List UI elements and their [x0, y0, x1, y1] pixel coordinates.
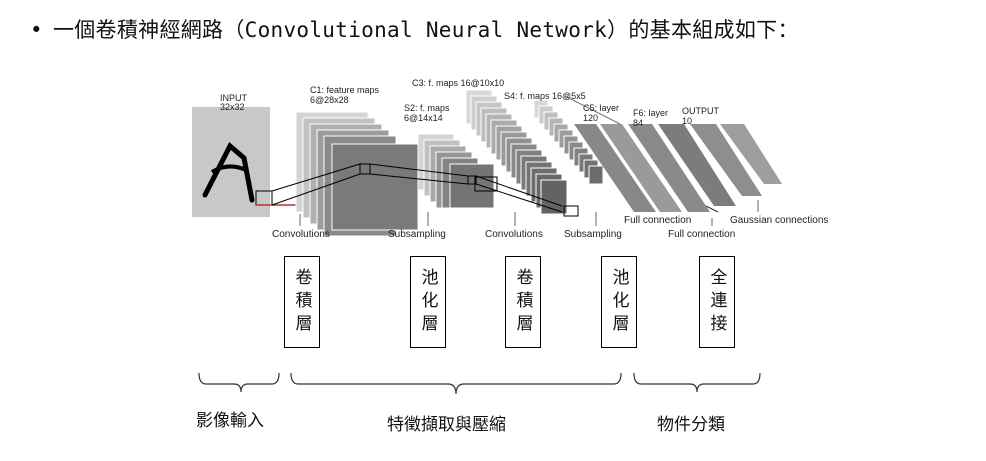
layer-box-conv-2: 卷積層: [505, 256, 541, 348]
c5-size: 120: [583, 113, 599, 123]
proj-line: [369, 163, 469, 177]
s4-stack: [533, 99, 604, 185]
proj-line: [271, 173, 361, 206]
s2-window: [467, 175, 477, 185]
layer-box-fully-connected: 全連接: [699, 256, 735, 348]
c1-size: 6@28x28: [310, 95, 349, 105]
c1-window: [359, 163, 371, 175]
input-size: 32x32: [220, 102, 245, 112]
input-label: INPUT: [220, 93, 247, 103]
proj-line: [369, 173, 469, 185]
classification-group-bracket: [633, 372, 761, 393]
layer-box-pool-2: 池化層: [601, 256, 637, 348]
group-label-feature-extraction: 特徵擷取與壓縮: [387, 415, 506, 435]
c3-window: [474, 176, 498, 192]
c5-band: [574, 124, 656, 212]
bullet: •: [30, 18, 43, 42]
layer-box-pool-1: 池化層: [410, 256, 446, 348]
op-subsampling-1: Subsampling: [388, 229, 446, 240]
f6-label: F6: layer: [633, 108, 669, 118]
heading: • 一個卷積神經網路（Convolutional Neural Network）的…: [30, 14, 799, 44]
op-full-connection-2: Full connection: [668, 229, 736, 240]
fc-pointer: [705, 205, 719, 213]
input-image: [192, 107, 270, 217]
c3-stack: [465, 89, 568, 215]
input-group-bracket: [198, 372, 280, 393]
f6-band: [658, 124, 736, 206]
op-subsampling-2: Subsampling: [564, 229, 622, 240]
output-label: OUTPUT: [682, 106, 719, 116]
c1-stack: [295, 111, 419, 237]
proj-line: [475, 183, 563, 213]
s2-size: 6@14x14: [404, 113, 443, 123]
group-label-classification: 物件分類: [657, 415, 725, 435]
c5-pointer: [564, 95, 621, 125]
s4-window: [563, 205, 579, 217]
output-band: [690, 124, 762, 196]
proj-line: [475, 175, 563, 207]
s4-label: S4: f. maps 16@5x5: [504, 91, 586, 101]
f6-band: [628, 124, 710, 212]
op-convolutions-2: Convolutions: [485, 229, 543, 240]
output-band: [720, 124, 782, 184]
feature-group-bracket: [290, 372, 622, 395]
layer-box-conv-1: 卷積層: [284, 256, 320, 348]
op-convolutions-1: Convolutions: [272, 229, 330, 240]
input-letter-bar: [210, 164, 247, 174]
group-label-input: 影像輸入: [196, 411, 264, 431]
c3-label: C3: f. maps 16@10x10: [412, 78, 505, 88]
op-full-connection-1: Full connection: [624, 215, 692, 226]
output-size: 10: [682, 116, 693, 126]
f6-size: 84: [633, 118, 644, 128]
c1-label: C1: feature maps: [310, 85, 380, 95]
s2-label: S2: f. maps: [404, 103, 450, 113]
proj-line: [271, 163, 361, 192]
op-gaussian-connections: Gaussian connections: [730, 215, 829, 226]
c5-band: [600, 124, 682, 212]
c5-label: C5: layer: [583, 103, 620, 113]
heading-text: 一個卷積神經網路（Convolutional Neural Network）的基…: [52, 18, 799, 42]
